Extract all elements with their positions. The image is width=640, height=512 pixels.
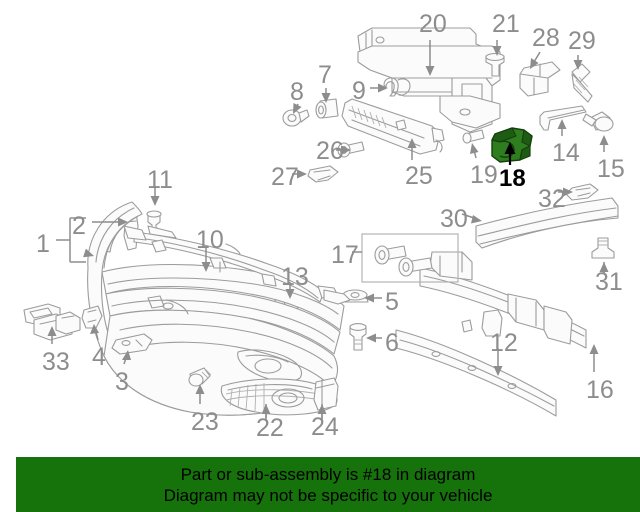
callout-label-6: 6: [385, 329, 399, 357]
part-31-push-rivet: [591, 237, 615, 259]
part-16-reinforcement-bar: [419, 251, 587, 349]
part-7-bushing: [315, 98, 339, 119]
notice-line-1: Part or sub-assembly is #18 in diagram: [180, 464, 476, 484]
callout-label-5: 5: [385, 288, 399, 316]
callout-label-14: 14: [552, 139, 580, 167]
part-3-bracket-plate: [111, 333, 153, 355]
callout-label-3: 3: [115, 368, 129, 396]
callout-label-20: 20: [419, 10, 447, 38]
callout-label-28: 28: [532, 24, 560, 52]
callout-label-2: 2: [72, 212, 86, 240]
part-28-bracket: [519, 61, 561, 97]
part-24-cap: [313, 377, 339, 411]
part-14-molding-strip: [539, 105, 587, 131]
callout-label-9: 9: [352, 77, 366, 105]
part-30-air-dam: [475, 197, 619, 249]
part-18-highlighted-bracket: [491, 127, 533, 163]
part-17-bolt-set: [361, 233, 459, 283]
callout-label-13: 13: [281, 263, 309, 291]
notice-banner: Part or sub-assembly is #18 in diagram D…: [16, 457, 640, 512]
part-10-grille-bracket: [123, 225, 351, 305]
callout-label-21: 21: [492, 10, 520, 38]
callout-label-27: 27: [271, 163, 299, 191]
callout-label-31: 31: [595, 268, 623, 296]
callout-label-18: 18: [499, 165, 526, 192]
callout-label-24: 24: [311, 413, 339, 441]
callout-label-7: 7: [318, 61, 332, 89]
callout-label-4: 4: [92, 343, 106, 371]
part-12-lower-stiffener: [395, 329, 557, 417]
callout-label-26: 26: [316, 137, 344, 165]
callout-label-23: 23: [191, 408, 219, 436]
callout-label-15: 15: [597, 155, 625, 183]
part-23-push-pin: [188, 367, 212, 387]
callout-label-22: 22: [256, 414, 284, 442]
notice-line-2: Diagram may not be specific to your vehi…: [163, 485, 493, 505]
callout-label-16: 16: [586, 376, 614, 404]
callout-label-8: 8: [290, 78, 304, 106]
part-9-clip: [383, 77, 411, 97]
part-15-push-pin: [582, 111, 614, 132]
callout-label-29: 29: [568, 27, 596, 55]
part-6-screw: [349, 323, 367, 351]
callout-label-33: 33: [42, 348, 70, 376]
part-22-lower-grille: [220, 378, 338, 416]
part-29-screw: [571, 63, 593, 103]
callout-label-11: 11: [147, 166, 173, 194]
callout-label-25: 25: [405, 162, 433, 190]
part-20-upper-support: [357, 27, 501, 133]
part-33-bracket-assembly: [23, 303, 81, 341]
callout-label-12: 12: [490, 329, 518, 357]
diagram-canvas: .ln { fill:none; stroke:#9c9c9c; stroke-…: [23, 10, 625, 442]
callout-label-17: 17: [331, 241, 359, 269]
part-21-bolt: [485, 52, 505, 77]
part-25-grille-molding: [341, 98, 445, 155]
leader-lines: [47, 40, 609, 420]
callout-label-1: 1: [36, 230, 50, 258]
callout-label-30: 30: [440, 205, 468, 233]
part-19-sleeve: [462, 129, 485, 144]
part-17-bolt-a: [374, 245, 407, 265]
callout-label-10: 10: [196, 226, 224, 254]
callout-label-19: 19: [470, 161, 498, 189]
part-17-bolt-b: [398, 257, 433, 277]
part-27-clip: [307, 165, 339, 183]
callout-label-32: 32: [538, 185, 566, 213]
exploded-parts-illustration: .ln { fill:none; stroke:#9c9c9c; stroke-…: [23, 27, 619, 420]
part-8-grommet: [282, 109, 310, 127]
